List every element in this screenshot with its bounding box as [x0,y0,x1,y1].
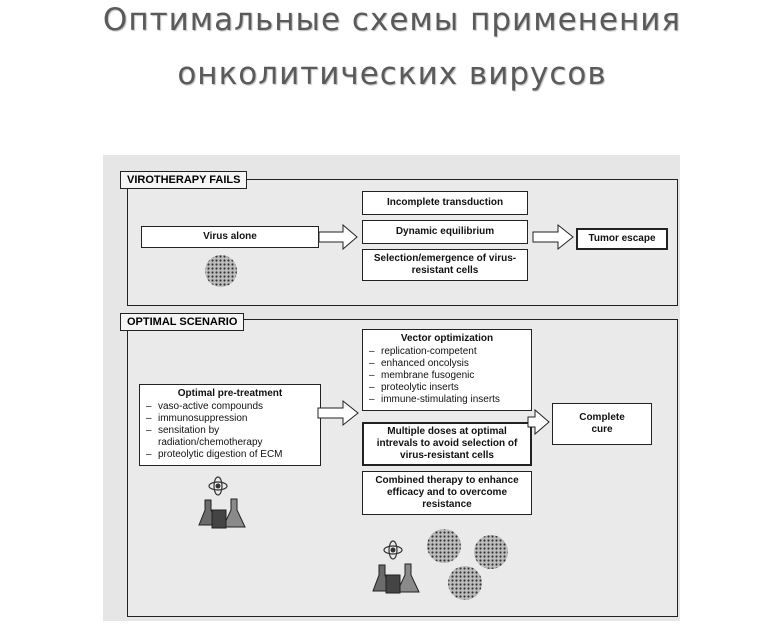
pretreatment-box: Optimal pre-treatment vaso-active compou… [139,384,321,466]
arrow-pretreatment-to-vector [317,399,359,427]
pretreatment-item: sensitation by radiation/chemotherapy [146,425,318,449]
pretreatment-heading: Optimal pre-treatment [177,388,283,399]
chemistry-flasks-icon [198,476,246,529]
dynamic-equilibrium-box: Dynamic equilibrium [362,220,528,244]
virus-particle-icon [448,566,482,600]
incomplete-transduction-box: Incomplete transduction [362,191,528,215]
selection-box: Selection/emergence of virus-resistant c… [362,249,528,281]
vector-optimization-heading: Vector optimization [400,333,494,344]
vector-item: membrane fusogenic [369,370,529,382]
pretreatment-item: vaso-active compounds [146,401,318,413]
virus-particle-icon [474,535,508,569]
vector-item: replication-competent [369,346,529,358]
virotherapy-fails-label: VIROTHERAPY FAILS [120,171,248,189]
complete-cure-label: Complete cure [579,412,625,435]
chemistry-flasks-icon [372,540,420,594]
complete-cure-box: Complete cure [552,403,652,445]
pretreatment-item: immunosuppression [146,413,318,425]
slide-title-line1: Оптимальные схемы применения [102,2,682,38]
arrow-vector-to-cure [527,408,550,436]
diagram-graphics [198,223,574,600]
virus-particle-icon [205,255,237,287]
vector-item: proteolytic inserts [369,382,529,394]
slide-title-line2: онколитических вирусов [177,56,607,92]
arrow-virus-to-mechanisms [318,223,358,251]
arrow-mechanisms-to-escape [532,223,574,251]
vector-optimization-box: Vector optimization replication-competen… [362,329,532,411]
optimal-scenario-label: OPTIMAL SCENARIO [120,313,245,331]
vector-item: enhanced oncolysis [369,358,529,370]
vector-item: immune-stimulating inserts [369,394,529,406]
virus-particle-icon [427,529,461,563]
tumor-escape-box: Tumor escape [576,228,668,250]
multiple-doses-box: Multiple doses at optimal intrevals to a… [362,422,532,466]
pretreatment-item: proteolytic digestion of ECM [146,449,318,461]
combined-therapy-box: Combined therapy to enhance efficacy and… [362,471,532,515]
diagram-figure: VIROTHERAPY FAILS Virus alone Incomplete… [103,155,680,621]
